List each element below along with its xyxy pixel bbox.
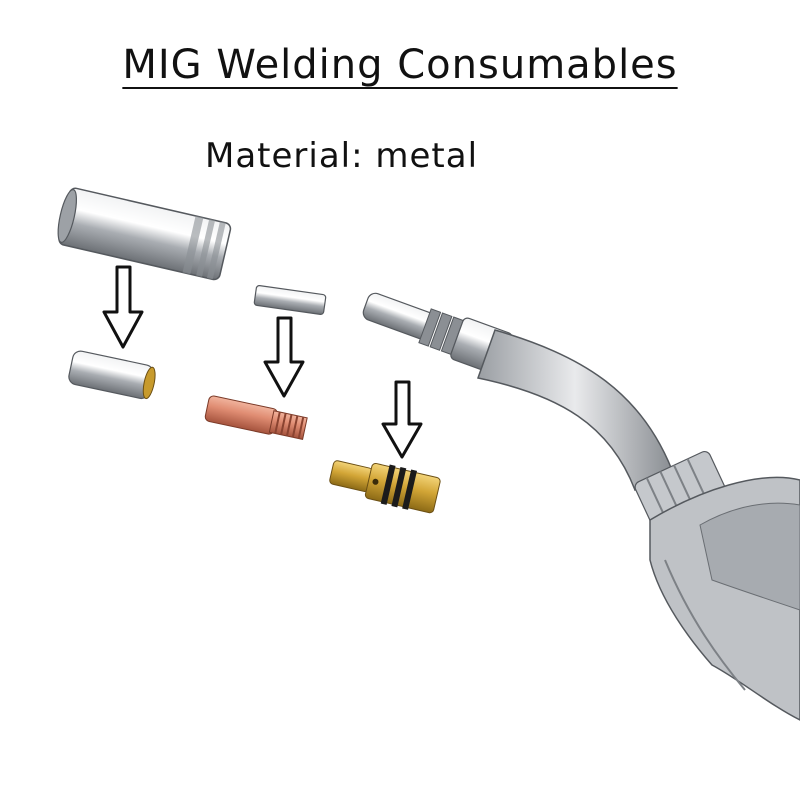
gas-diffuser (329, 460, 441, 514)
arrow-down-icon (381, 380, 423, 459)
page-title: MIG Welding Consumables (122, 42, 678, 88)
mig-torch (362, 292, 800, 721)
arrow-down-icon (263, 316, 305, 398)
large-nozzle (57, 187, 232, 281)
small-nozzle (68, 350, 156, 400)
material-label: Material: metal (205, 136, 479, 176)
contact-tip (204, 395, 308, 440)
arrow-down-icon (102, 265, 144, 349)
small-tube (253, 285, 327, 315)
